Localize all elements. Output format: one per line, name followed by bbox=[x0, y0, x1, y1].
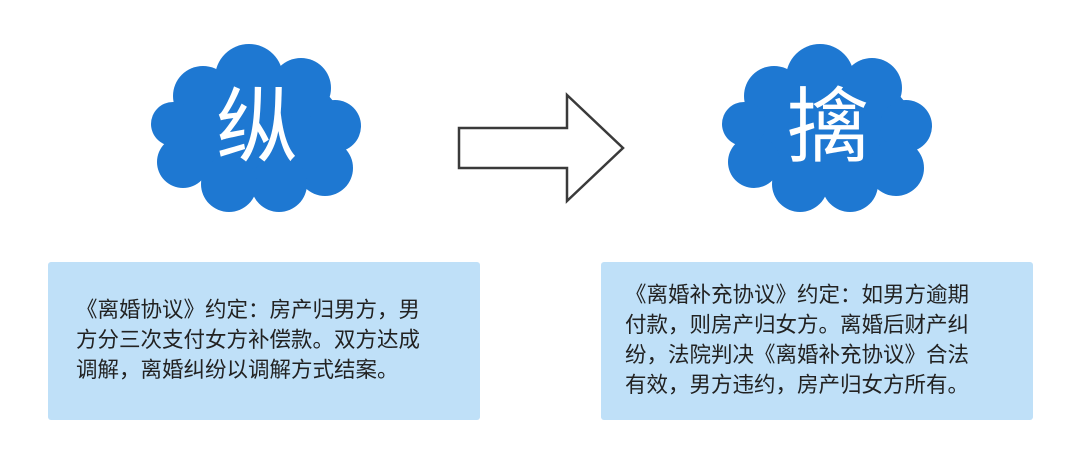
right-cloud: 擒 bbox=[718, 38, 938, 218]
cloud-shape-icon bbox=[722, 44, 932, 212]
cloud-shape-icon bbox=[151, 44, 361, 212]
right-arrow-outline-icon bbox=[455, 92, 627, 204]
left-note-box: 《离婚协议》约定：房产归男方，男 方分三次支付女方补偿款。双方达成 调解，离婚纠… bbox=[48, 262, 480, 420]
right-note-text: 《离婚补充协议》约定：如男方逾期 付款，则房产归女方。离婚后财产纠 纷，法院判决… bbox=[625, 283, 970, 398]
left-note-text: 《离婚协议》约定：房产归男方，男 方分三次支付女方补偿款。双方达成 调解，离婚纠… bbox=[76, 298, 421, 383]
cloud-character: 纵 bbox=[215, 80, 298, 175]
left-cloud: 纵 bbox=[147, 38, 367, 218]
cloud-character: 擒 bbox=[786, 80, 869, 175]
right-note-box: 《离婚补充协议》约定：如男方逾期 付款，则房产归女方。离婚后财产纠 纷，法院判决… bbox=[601, 262, 1033, 420]
